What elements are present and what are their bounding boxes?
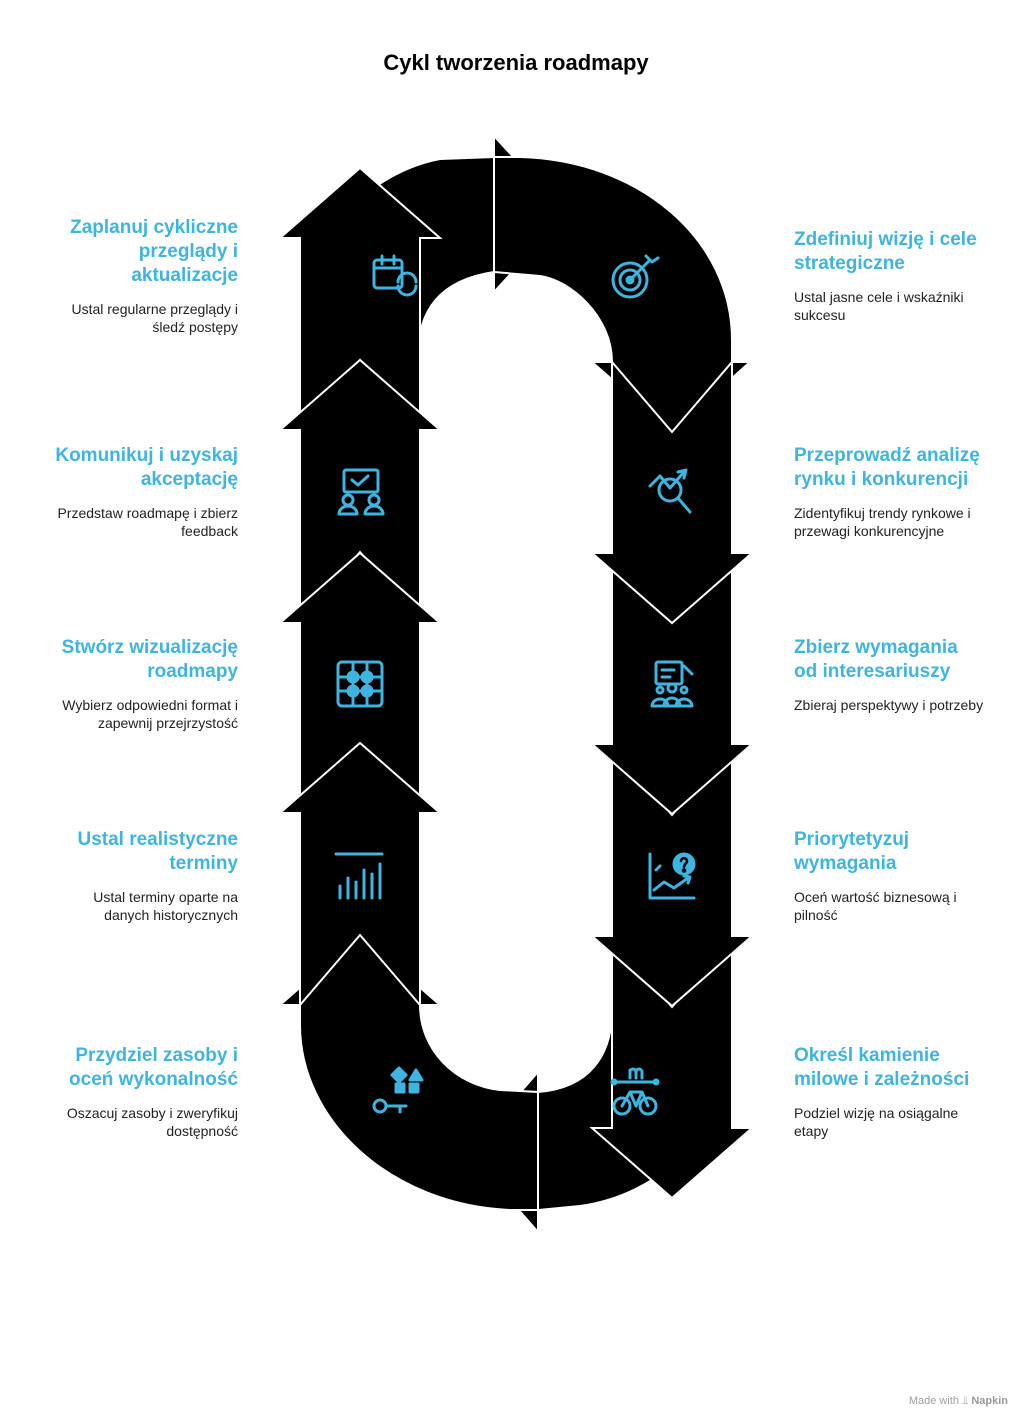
step-title: Zbierz wymagania od interesariuszy	[794, 637, 958, 682]
step-title: Zaplanuj cykliczne przeglądy i aktualiza…	[70, 217, 238, 286]
resources-key-icon	[372, 1066, 424, 1114]
grid-nodes-icon	[336, 660, 384, 708]
step-allocate-resources: Przydziel zasoby i oceń wykonalność Osza…	[48, 1044, 238, 1140]
step-milestones: Określ kamienie milowe i zależności Podz…	[794, 1044, 984, 1140]
flow-segment-up	[277, 741, 443, 1008]
made-with-footer: Made with ⫫ Napkin	[909, 1395, 1008, 1408]
step-description: Zidentyfikuj trendy rynkowe i przewagi k…	[794, 505, 971, 539]
step-title: Priorytetyzuj wymagania	[794, 829, 910, 874]
market-analysis-icon	[648, 468, 692, 514]
bike-milestone-icon	[610, 1067, 660, 1116]
step-title: Przydziel zasoby i oceń wykonalność	[69, 1045, 238, 1090]
presentation-icon	[337, 468, 385, 516]
step-communicate: Komunikuj i uzyskaj akceptację Przedstaw…	[48, 444, 238, 540]
step-define-vision: Zdefiniuj wizję i cele strategiczne Usta…	[794, 228, 984, 324]
step-set-deadlines: Ustal realistyczne terminy Ustal terminy…	[48, 828, 238, 924]
chart-question-icon	[648, 852, 696, 900]
step-prioritize: Priorytetyzuj wymagania Oceń wartość biz…	[794, 828, 984, 924]
step-description: Zbieraj perspektywy i potrzeby	[794, 697, 984, 713]
step-plan-reviews: Zaplanuj cykliczne przeglądy i aktualiza…	[48, 216, 238, 336]
step-title: Ustal realistyczne terminy	[77, 829, 238, 874]
step-description: Ustal jasne cele i wskaźniki sukcesu	[794, 289, 964, 323]
made-with-label: Made with	[908, 1395, 959, 1407]
step-description: Oszacuj zasoby i zweryfikuj dostępność	[66, 1105, 238, 1139]
step-description: Oceń wartość biznesową i pilność	[794, 889, 957, 923]
page-title: Cykl tworzenia roadmapy	[383, 50, 649, 75]
step-description: Ustal terminy oparte na danych historycz…	[93, 889, 238, 923]
napkin-brand: Napkin	[971, 1395, 1008, 1407]
step-title: Komunikuj i uzyskaj akceptację	[55, 445, 238, 490]
step-market-analysis: Przeprowadź analizę rynku i konkurencji …	[794, 444, 1004, 540]
stakeholders-checklist-icon	[650, 660, 694, 708]
step-title: Przeprowadź analizę rynku i konkurencji	[794, 445, 980, 490]
target-icon	[611, 254, 660, 299]
calendar-refresh-icon	[372, 254, 418, 297]
step-visualize: Stwórz wizualizację roadmapy Wybierz odp…	[40, 636, 238, 732]
step-title: Zdefiniuj wizję i cele strategiczne	[794, 229, 977, 274]
step-description: Przedstaw roadmapę i zbierz feedback	[57, 505, 238, 539]
napkin-logo-icon: ⫫	[962, 1395, 969, 1407]
step-description: Ustal regularne przeglądy i śledź postęp…	[71, 301, 238, 335]
step-description: Podziel wizję na osiągalne etapy	[794, 1105, 959, 1139]
lower-left-bend	[277, 933, 539, 1211]
step-title: Stwórz wizualizację roadmapy	[61, 637, 238, 682]
bar-chart-icon	[334, 852, 384, 900]
step-description: Wybierz odpowiedni format i zapewnij prz…	[62, 697, 238, 731]
step-gather-requirements: Zbierz wymagania od interesariuszy Zbier…	[794, 636, 984, 714]
step-title: Określ kamienie milowe i zależności	[794, 1045, 970, 1090]
flow-segment-down	[589, 359, 755, 625]
